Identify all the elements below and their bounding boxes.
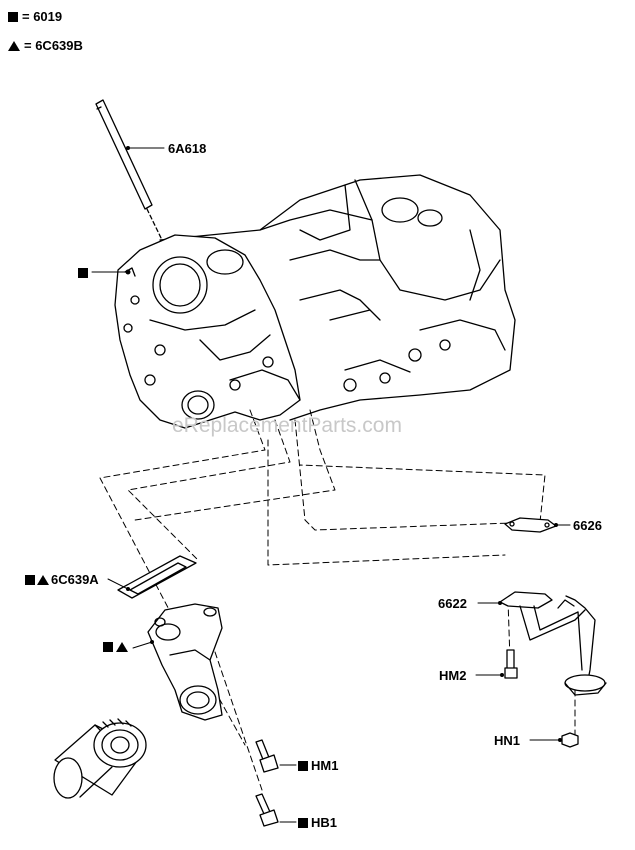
engine-block — [114, 174, 516, 429]
square-symbol-icon — [298, 817, 308, 828]
watermark: eReplacementParts.com — [172, 414, 402, 437]
label-adapter-bolt-hb1: HB1 — [298, 815, 337, 830]
label-filter-adapter — [103, 642, 128, 652]
oil-filter-adapter — [132, 603, 223, 721]
triangle-symbol-icon — [116, 642, 128, 652]
oil-pickup-tube — [477, 591, 607, 696]
legend-item-6c639b: = 6C639B — [8, 38, 83, 53]
label-filter-adapter-gasket: 6C639A — [25, 572, 99, 587]
pickup-gasket — [504, 517, 571, 533]
label-front-cover-bolt — [78, 266, 88, 281]
triangle-symbol-icon — [8, 40, 20, 51]
label-dipstick-tube: 6A618 — [168, 141, 207, 156]
square-symbol-icon — [78, 268, 88, 278]
square-symbol-icon — [25, 574, 35, 585]
label-pickup-gasket: 6626 — [573, 518, 602, 533]
label-text: HM1 — [311, 758, 339, 773]
label-adapter-bolt-hm1: HM1 — [298, 758, 338, 773]
filter-adapter-gasket — [107, 555, 197, 599]
label-pickup-bolt: HM2 — [439, 668, 467, 683]
label-pickup-nut: HN1 — [494, 733, 521, 748]
pickup-bolt — [475, 649, 518, 679]
square-symbol-icon — [103, 642, 113, 652]
oil-filter — [53, 718, 147, 799]
legend-item-6019: = 6019 — [8, 9, 62, 24]
adapter-bolt-hb1 — [255, 793, 297, 827]
square-symbol-icon — [298, 760, 308, 771]
label-text: 6C639A — [51, 572, 99, 587]
label-text: HB1 — [311, 815, 338, 830]
adapter-bolt-hm1 — [255, 739, 297, 773]
routing-lines — [99, 409, 576, 791]
dipstick-tube — [95, 99, 165, 241]
triangle-symbol-icon — [37, 574, 49, 585]
legend-text: = 6C639B — [24, 38, 83, 53]
label-pickup-tube: 6622 — [438, 596, 467, 611]
square-symbol-icon — [8, 11, 18, 22]
pickup-nut — [529, 732, 579, 748]
legend-text: = 6019 — [22, 9, 63, 24]
